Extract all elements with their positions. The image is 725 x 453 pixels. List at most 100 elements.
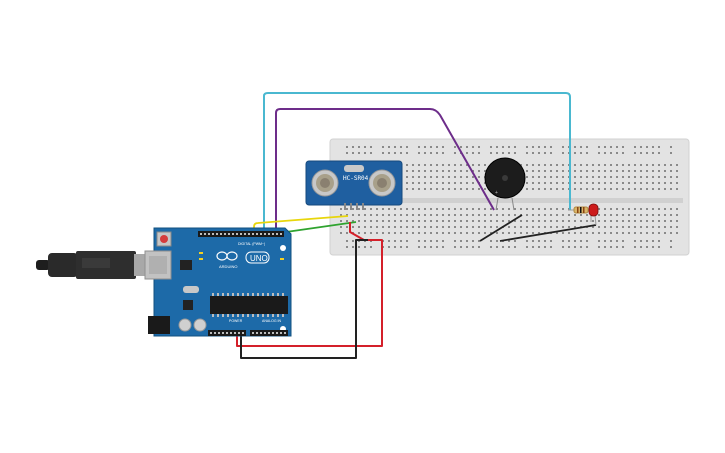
breadboard-hole[interactable] (598, 214, 600, 216)
breadboard-hole[interactable] (646, 240, 648, 242)
breadboard-hole[interactable] (538, 182, 540, 184)
breadboard-hole[interactable] (394, 246, 396, 248)
breadboard-hole[interactable] (520, 164, 522, 166)
breadboard-hole[interactable] (436, 220, 438, 222)
breadboard-hole[interactable] (544, 164, 546, 166)
breadboard-hole[interactable] (514, 232, 516, 234)
breadboard-hole[interactable] (406, 164, 408, 166)
breadboard-hole[interactable] (484, 220, 486, 222)
breadboard-hole[interactable] (490, 208, 492, 210)
breadboard-hole[interactable] (556, 220, 558, 222)
breadboard-hole[interactable] (538, 214, 540, 216)
breadboard-hole[interactable] (502, 214, 504, 216)
breadboard-hole[interactable] (568, 226, 570, 228)
breadboard-hole[interactable] (370, 152, 372, 154)
breadboard-hole[interactable] (454, 146, 456, 148)
header-pin[interactable] (238, 332, 240, 334)
breadboard-hole[interactable] (652, 240, 654, 242)
breadboard-hole[interactable] (358, 146, 360, 148)
breadboard-hole[interactable] (502, 208, 504, 210)
breadboard-hole[interactable] (520, 232, 522, 234)
breadboard-hole[interactable] (598, 240, 600, 242)
breadboard-hole[interactable] (676, 226, 678, 228)
breadboard-hole[interactable] (418, 152, 420, 154)
wire-purple[interactable] (275, 108, 495, 237)
breadboard-hole[interactable] (460, 240, 462, 242)
breadboard-hole[interactable] (676, 176, 678, 178)
breadboard-hole[interactable] (658, 240, 660, 242)
breadboard-hole[interactable] (634, 240, 636, 242)
breadboard-hole[interactable] (610, 240, 612, 242)
breadboard-hole[interactable] (598, 146, 600, 148)
header-pin[interactable] (260, 332, 262, 334)
breadboard-hole[interactable] (388, 240, 390, 242)
breadboard-hole[interactable] (400, 208, 402, 210)
breadboard-hole[interactable] (646, 208, 648, 210)
breadboard-hole[interactable] (640, 240, 642, 242)
breadboard-hole[interactable] (436, 182, 438, 184)
breadboard-hole[interactable] (526, 146, 528, 148)
breadboard-hole[interactable] (532, 164, 534, 166)
breadboard-hole[interactable] (640, 146, 642, 148)
breadboard-hole[interactable] (442, 164, 444, 166)
breadboard-hole[interactable] (364, 208, 366, 210)
breadboard-hole[interactable] (484, 170, 486, 172)
breadboard-hole[interactable] (466, 220, 468, 222)
breadboard-hole[interactable] (652, 170, 654, 172)
breadboard-hole[interactable] (544, 214, 546, 216)
breadboard-hole[interactable] (544, 188, 546, 190)
breadboard-hole[interactable] (466, 208, 468, 210)
breadboard-hole[interactable] (670, 182, 672, 184)
breadboard-hole[interactable] (454, 152, 456, 154)
breadboard-hole[interactable] (472, 246, 474, 248)
arduino-uno[interactable]: ARDUINO UNO DIGITAL (PWM~) POWER ANALOG … (144, 227, 292, 337)
breadboard-hole[interactable] (532, 226, 534, 228)
breadboard-hole[interactable] (382, 208, 384, 210)
breadboard-hole[interactable] (556, 164, 558, 166)
breadboard-hole[interactable] (640, 226, 642, 228)
breadboard-hole[interactable] (622, 226, 624, 228)
breadboard-hole[interactable] (544, 146, 546, 148)
breadboard-hole[interactable] (352, 220, 354, 222)
breadboard-hole[interactable] (460, 220, 462, 222)
breadboard-hole[interactable] (604, 170, 606, 172)
breadboard-hole[interactable] (460, 176, 462, 178)
breadboard-hole[interactable] (538, 176, 540, 178)
breadboard-hole[interactable] (634, 182, 636, 184)
breadboard-hole[interactable] (388, 152, 390, 154)
breadboard-hole[interactable] (604, 240, 606, 242)
breadboard-hole[interactable] (340, 220, 342, 222)
breadboard-hole[interactable] (670, 152, 672, 154)
breadboard-hole[interactable] (424, 240, 426, 242)
breadboard-hole[interactable] (394, 240, 396, 242)
breadboard-hole[interactable] (622, 182, 624, 184)
wire-cyan[interactable] (263, 92, 571, 237)
breadboard-hole[interactable] (364, 152, 366, 154)
breadboard-hole[interactable] (376, 220, 378, 222)
header-pin[interactable] (276, 332, 278, 334)
breadboard-hole[interactable] (448, 170, 450, 172)
breadboard-hole[interactable] (556, 176, 558, 178)
breadboard-hole[interactable] (598, 188, 600, 190)
breadboard-hole[interactable] (526, 208, 528, 210)
breadboard-hole[interactable] (640, 176, 642, 178)
breadboard-hole[interactable] (454, 240, 456, 242)
breadboard-hole[interactable] (616, 152, 618, 154)
breadboard-hole[interactable] (616, 220, 618, 222)
breadboard-hole[interactable] (526, 176, 528, 178)
breadboard-hole[interactable] (514, 214, 516, 216)
breadboard-hole[interactable] (586, 188, 588, 190)
breadboard-hole[interactable] (424, 226, 426, 228)
breadboard-hole[interactable] (658, 146, 660, 148)
breadboard-hole[interactable] (514, 246, 516, 248)
breadboard-hole[interactable] (658, 232, 660, 234)
breadboard-hole[interactable] (604, 164, 606, 166)
breadboard-hole[interactable] (490, 240, 492, 242)
breadboard-hole[interactable] (664, 226, 666, 228)
breadboard-hole[interactable] (670, 220, 672, 222)
breadboard-hole[interactable] (388, 246, 390, 248)
breadboard-hole[interactable] (508, 246, 510, 248)
breadboard-hole[interactable] (406, 220, 408, 222)
header-pin[interactable] (256, 233, 258, 235)
breadboard-hole[interactable] (538, 170, 540, 172)
